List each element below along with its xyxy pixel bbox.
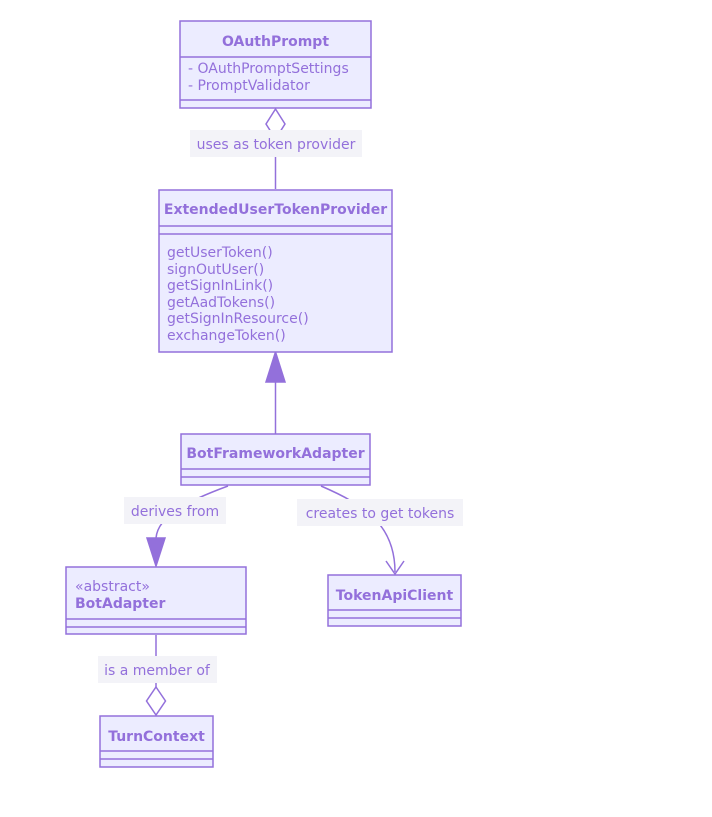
svg-text:is a member of: is a member of — [104, 663, 211, 679]
class-title: BotAdapter — [75, 596, 165, 612]
svg-text:uses as token provider: uses as token provider — [197, 137, 356, 153]
class-turn-context[interactable]: TurnContext — [99, 715, 214, 768]
label-creates-tokens: creates to get tokens — [297, 499, 463, 526]
class-title: OAuthPrompt — [222, 34, 329, 50]
class-method: getSignInResource() — [167, 311, 309, 327]
class-method: getAadTokens() — [167, 295, 275, 311]
inheritance-arrow-icon — [264, 349, 287, 383]
class-token-api-client[interactable]: TokenApiClient — [327, 574, 462, 627]
label-uses-token-provider: uses as token provider — [190, 130, 362, 157]
class-bot-framework-adapter[interactable]: BotFrameworkAdapter — [180, 433, 371, 486]
class-title: TokenApiClient — [336, 588, 454, 604]
class-method: getSignInLink() — [167, 278, 273, 294]
svg-text:creates to get tokens: creates to get tokens — [306, 506, 455, 522]
class-method: exchangeToken() — [167, 328, 286, 344]
svg-text:derives from: derives from — [131, 504, 219, 520]
class-method: getUserToken() — [167, 245, 273, 261]
class-attribute: - PromptValidator — [188, 78, 310, 94]
class-title: ExtendedUserTokenProvider — [164, 202, 387, 218]
class-bot-adapter[interactable]: «abstract» BotAdapter — [65, 566, 247, 635]
derives-arrow-icon — [145, 537, 167, 569]
class-title: BotFrameworkAdapter — [186, 446, 364, 462]
label-is-member-of: is a member of — [98, 656, 217, 683]
class-stereotype: «abstract» — [75, 579, 150, 595]
class-method: signOutUser() — [167, 262, 264, 278]
class-oauth-prompt[interactable]: OAuthPrompt - OAuthPromptSettings - Prom… — [179, 20, 372, 109]
open-arrow-icon — [385, 560, 405, 576]
class-extended-user-token-provider[interactable]: ExtendedUserTokenProvider getUserToken()… — [158, 189, 393, 353]
class-attribute: - OAuthPromptSettings — [188, 61, 349, 77]
edge-creates-tokens — [320, 485, 396, 573]
label-derives-from: derives from — [124, 497, 226, 524]
member-diamond-icon — [145, 685, 167, 717]
class-title: TurnContext — [108, 729, 205, 745]
